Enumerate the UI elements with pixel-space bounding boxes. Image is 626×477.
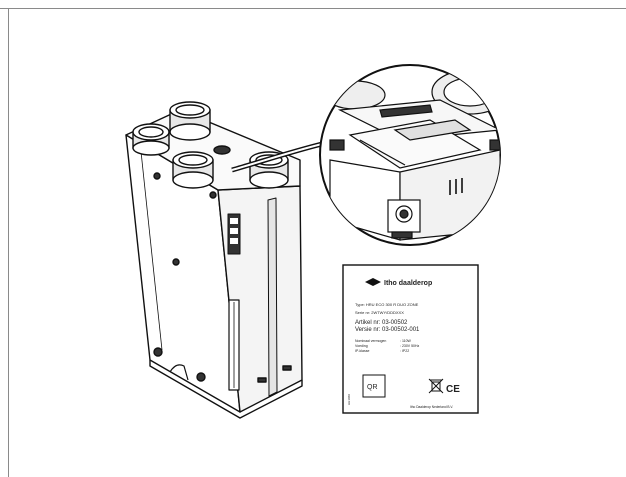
- serie-line: Serie nr: 2WTWY/DDDXXX: [355, 310, 404, 315]
- zoom-detail: [319, 64, 501, 246]
- side-code: HH1060: [347, 394, 351, 405]
- qr-box: [362, 374, 386, 398]
- frame-top-rule: [0, 8, 626, 9]
- versie-line: Versie nr: 03-00502-001: [355, 327, 420, 333]
- type-plate: Itho daalderop Type: HRU ECO 300 R DUO Z…: [342, 264, 479, 414]
- ce-mark: CE: [446, 384, 460, 395]
- footer-text: Itho Daalderop Nederland B.V.: [410, 405, 453, 409]
- duct-connectors: [132, 101, 289, 189]
- frame-left-rule: [8, 8, 9, 477]
- duct-rear-right: [169, 101, 211, 141]
- brand-name: Itho daalderop: [384, 280, 432, 287]
- top-cap: [213, 145, 231, 155]
- spec-value-2: : IP22: [400, 349, 409, 353]
- type-line: Type: HRU ECO 300 R DUO ZONE: [355, 302, 419, 307]
- spec-value-0: : 110W: [400, 339, 412, 343]
- spec-value-1: : 230V 50Hz: [400, 344, 420, 348]
- weee-bin-icon: [428, 378, 444, 394]
- spec-label-1: Voeding: [355, 344, 368, 348]
- duct-front-left: [172, 151, 214, 189]
- qr-label: QR: [367, 384, 378, 391]
- artikel-line: Artikel nr: 03-00502: [355, 320, 408, 326]
- brand-logo: Itho daalderop: [365, 278, 432, 287]
- duct-rear-left: [132, 123, 170, 156]
- spec-label-0: Nominaal vermogen: [355, 339, 386, 343]
- spec-label-2: IP-klasse: [355, 349, 369, 353]
